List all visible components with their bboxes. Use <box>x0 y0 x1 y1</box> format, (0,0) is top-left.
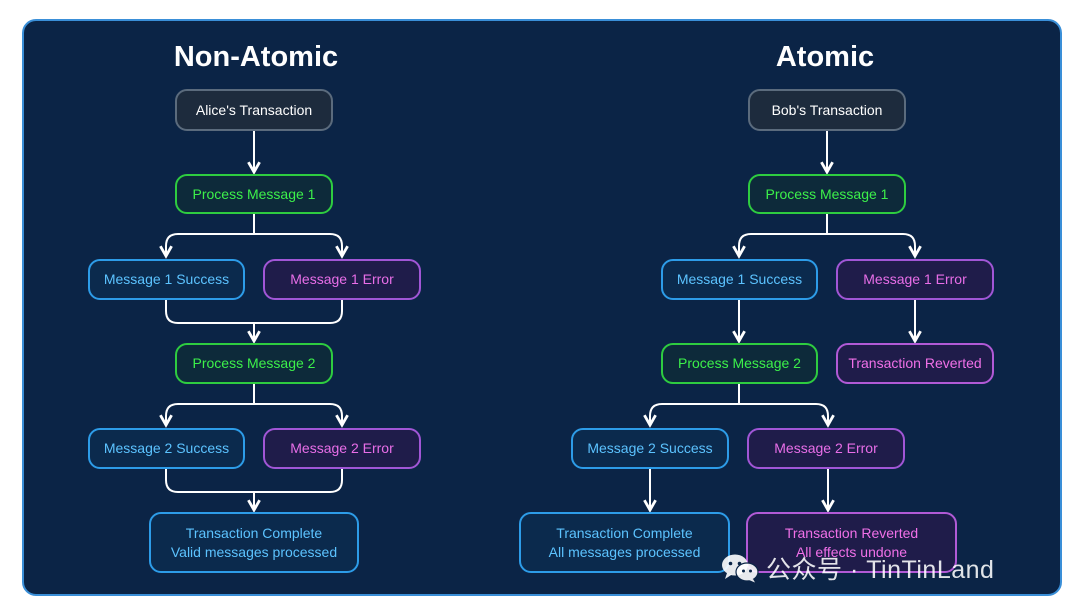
message-2-success-label: Message 2 Success <box>103 440 230 456</box>
atomic-process-message-1: Process Message 1 <box>748 174 906 214</box>
watermark: 公众号 · TinTinLand <box>720 551 994 585</box>
complete-title: Transaction Complete <box>185 524 323 541</box>
non-atomic-message-1-error: Message 1 Error <box>263 259 421 300</box>
transaction-reverted-label: Transaction Reverted <box>848 355 982 371</box>
non-atomic-transaction-complete: Transaction Complete Valid messages proc… <box>149 512 359 573</box>
message-2-error-label: Message 2 Error <box>774 440 878 456</box>
message-1-error-label: Message 1 Error <box>863 271 967 287</box>
message-2-error-label: Message 2 Error <box>290 440 394 456</box>
process-message-1-label: Process Message 1 <box>192 185 316 202</box>
reverted-title: Transaction Reverted <box>784 524 919 541</box>
complete-title: Transaction Complete <box>556 524 693 541</box>
atomic-transaction-reverted-1: Transaction Reverted <box>836 343 994 384</box>
atomic-title: Atomic <box>775 41 875 73</box>
bob-transaction-node: Bob's Transaction <box>748 89 906 131</box>
message-1-error-label: Message 1 Error <box>290 271 394 287</box>
process-message-1-label: Process Message 1 <box>765 185 889 202</box>
atomic-transaction-reverted-2: Transaction Reverted All effects undone <box>746 512 957 573</box>
process-message-2-label: Process Message 2 <box>678 355 801 371</box>
atomic-message-1-error: Message 1 Error <box>836 259 994 300</box>
watermark-text: 公众号 · TinTinLand <box>766 556 995 584</box>
complete-subtitle: Valid messages processed <box>170 543 338 560</box>
process-message-2-label: Process Message 2 <box>192 355 316 371</box>
non-atomic-process-message-2: Process Message 2 <box>175 343 333 384</box>
non-atomic-message-2-error: Message 2 Error <box>263 428 421 469</box>
complete-subtitle: All messages processed <box>548 543 701 560</box>
bob-transaction-label: Bob's Transaction <box>771 101 883 118</box>
wechat-icon <box>722 554 759 583</box>
atomic-process-message-2: Process Message 2 <box>661 343 818 384</box>
non-atomic-title: Non-Atomic <box>173 41 339 73</box>
alice-transaction-label: Alice's Transaction <box>195 101 313 118</box>
non-atomic-message-1-success: Message 1 Success <box>88 259 245 300</box>
atomic-message-2-error: Message 2 Error <box>747 428 905 469</box>
atomic-message-2-success: Message 2 Success <box>571 428 729 469</box>
reverted-subtitle: All effects undone <box>795 543 908 560</box>
message-1-success-label: Message 1 Success <box>103 271 230 287</box>
message-2-success-label: Message 2 Success <box>587 440 713 456</box>
non-atomic-process-message-1: Process Message 1 <box>175 174 333 214</box>
atomic-message-1-success: Message 1 Success <box>661 259 818 300</box>
alice-transaction-node: Alice's Transaction <box>175 89 333 131</box>
atomic-transaction-complete: Transaction Complete All messages proces… <box>519 512 730 573</box>
non-atomic-message-2-success: Message 2 Success <box>88 428 245 469</box>
message-1-success-label: Message 1 Success <box>676 271 803 287</box>
